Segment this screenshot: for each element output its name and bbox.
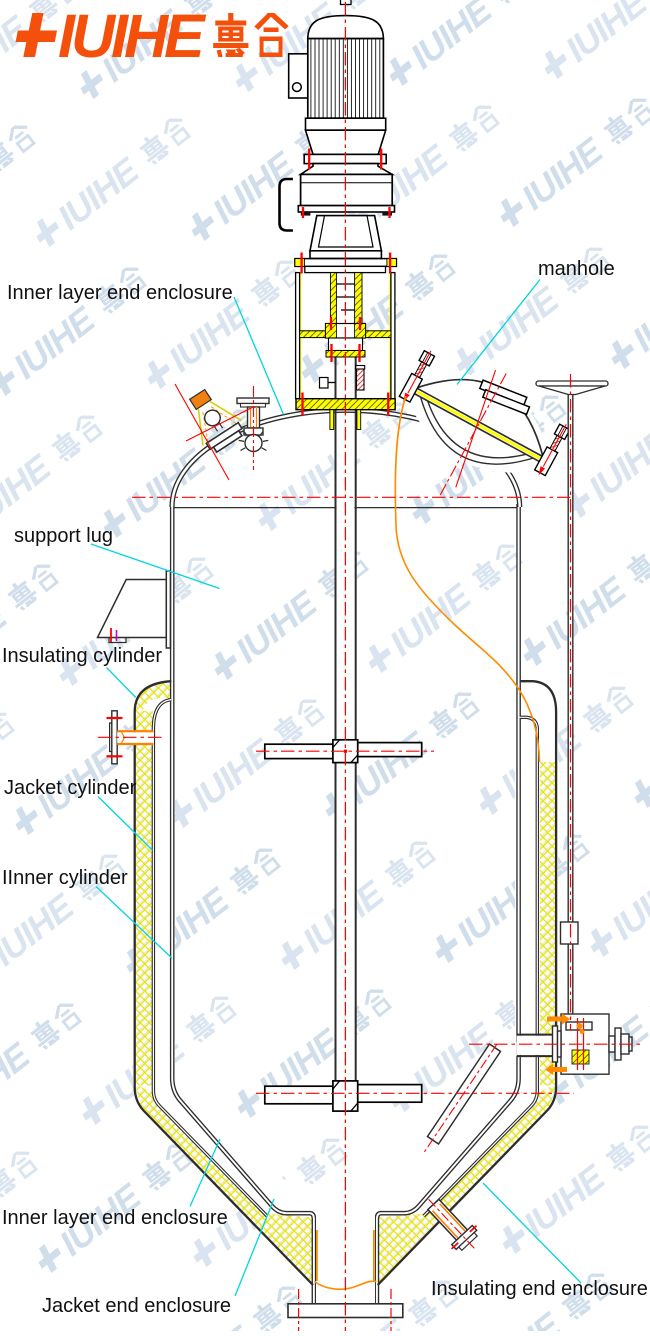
svg-text:Insulating end enclosure: Insulating end enclosure <box>431 1278 648 1300</box>
svg-text:Jacket cylinder: Jacket cylinder <box>4 777 137 799</box>
svg-text:support lug: support lug <box>14 525 113 547</box>
svg-text:Jacket end enclosure: Jacket end enclosure <box>42 1295 231 1317</box>
svg-text:IInner cylinder: IInner cylinder <box>2 867 128 889</box>
svg-text:Inner layer end enclosure: Inner layer end enclosure <box>7 282 233 304</box>
svg-text:Insulating cylinder: Insulating cylinder <box>2 645 162 667</box>
svg-text:manhole: manhole <box>538 258 615 280</box>
svg-text:IUIHE: IUIHE <box>58 2 207 70</box>
svg-text:Inner layer end enclosure: Inner layer end enclosure <box>2 1207 228 1229</box>
